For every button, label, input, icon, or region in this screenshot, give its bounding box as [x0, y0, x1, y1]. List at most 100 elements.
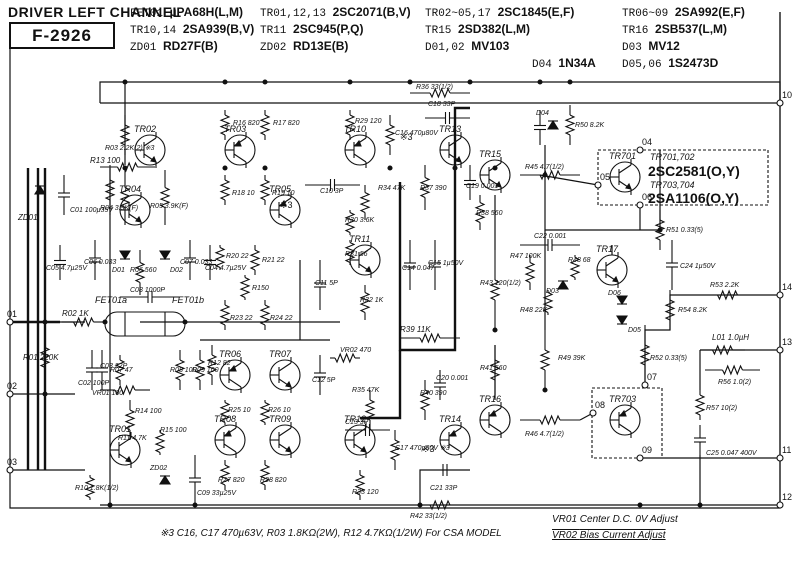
component-label: C18 33P: [428, 101, 456, 108]
diode: [616, 315, 628, 326]
component-label: R28 820: [260, 477, 287, 484]
emitter-arrow: [455, 155, 462, 163]
transistor-label: TR07: [269, 349, 292, 359]
emitter-arrow: [285, 445, 292, 453]
wire: [223, 443, 237, 453]
transistor-label: TR14: [439, 414, 461, 424]
emitter-arrow: [625, 182, 632, 190]
junction-dot: [657, 227, 663, 233]
wire: [618, 164, 632, 174]
wire: [278, 362, 292, 372]
terminal-label: 09: [642, 445, 652, 455]
emitter-arrow: [278, 199, 287, 207]
wire: [233, 153, 247, 163]
junction-dot: [537, 79, 543, 85]
component-label: R02 1K: [62, 309, 89, 318]
resistor: [664, 299, 676, 321]
diode: [159, 474, 171, 485]
junction-dot: [222, 165, 228, 171]
resistor: [569, 257, 581, 278]
footnote-marker: ※3: [422, 444, 435, 454]
component-label: C24 1µ50V: [680, 263, 716, 270]
component-label: R33 120: [352, 489, 379, 496]
legend-entry: TR10,14 2SA939(B,V): [130, 22, 255, 37]
emitter-arrow: [150, 155, 157, 163]
component-label: C12 5P: [312, 377, 336, 384]
adjust-note-vr02: VR02 Bias Current Adjust: [552, 530, 666, 541]
resistor: [117, 161, 138, 173]
component-label: L01 1.0µH: [712, 333, 749, 342]
resistor: [259, 304, 271, 326]
component-label: R48 68: [568, 257, 591, 264]
terminal: [636, 146, 644, 154]
legend-entry: TR02~05,17 2SC1845(E,F): [425, 5, 575, 20]
legend-entry: TR16 2SB537(L,M): [622, 22, 728, 37]
legend-entry: TR11 2SC945(P,Q): [260, 22, 364, 37]
legend-entry: D04 1N34A: [532, 56, 596, 71]
component-label: R43 120(1/2): [480, 280, 521, 287]
terminal-label: 04: [642, 137, 652, 147]
resistor: [114, 384, 136, 396]
resistor: [259, 179, 271, 201]
component-label: VR02 470: [340, 347, 371, 354]
junction-dot: [107, 502, 113, 508]
component-label: D05: [628, 327, 641, 334]
terminal: [776, 501, 784, 509]
terminal: [636, 454, 644, 462]
component-label: D01: [112, 267, 125, 274]
component-label: R19 10: [272, 190, 295, 197]
terminal: [6, 318, 14, 326]
component-label: R54 8.2K: [678, 307, 708, 314]
component-label: R48 22K: [520, 307, 548, 314]
emitter-arrow: [223, 429, 232, 437]
terminal-label: 13: [782, 337, 792, 347]
component-label: R01 220K: [23, 353, 59, 362]
legend-entry: D03 MV12: [622, 39, 680, 54]
footnote-marker: ※3: [280, 200, 293, 210]
emitter-arrow: [495, 180, 502, 188]
resistor: [419, 332, 441, 344]
terminal: [776, 291, 784, 299]
resistor: [206, 354, 218, 376]
transistor-label: TR701: [609, 151, 636, 161]
component-label: R14 100: [135, 408, 162, 415]
transistor-label: TR12: [344, 414, 366, 424]
junction-dot: [262, 79, 268, 85]
transistor-label: TR01: [109, 424, 131, 434]
wire: [118, 437, 132, 447]
emitter-arrow: [365, 265, 372, 273]
terminal-label: 10: [782, 90, 792, 100]
component-label: R27 820: [218, 477, 245, 484]
resistor: [119, 187, 131, 208]
transistor-label: TR13: [439, 124, 461, 134]
component-label: R18 10: [232, 190, 255, 197]
output-box-part-2: 2SA1106(O,Y): [648, 190, 740, 206]
junction-dot: [492, 327, 498, 333]
wire: [605, 257, 619, 267]
junction-dot: [387, 165, 393, 171]
terminal: [776, 99, 784, 107]
resistor: [344, 114, 356, 136]
component-label: R16 820: [233, 120, 260, 127]
output-box-label-1: TR701,702: [650, 152, 695, 162]
resistor: [717, 289, 738, 301]
component-label: D03: [546, 288, 559, 295]
junction-dot: [122, 79, 128, 85]
transistor-label: TR04: [119, 184, 141, 194]
transistor-label: TR11: [349, 234, 370, 244]
component-label: C08 1000P: [130, 287, 165, 294]
terminal-label: 03: [7, 457, 17, 467]
component-label: C16 470µ80V: [395, 130, 439, 137]
component-label: R10 1.8K(1/2): [75, 485, 119, 492]
component-label: R25 10: [228, 407, 251, 414]
junction-dot: [102, 319, 108, 325]
junction-dot: [122, 165, 128, 171]
emitter-arrow: [135, 215, 142, 223]
terminal: [636, 201, 644, 209]
emitter-arrow: [228, 364, 237, 372]
component-label: R57 10(2): [706, 405, 737, 412]
emitter-arrow: [618, 409, 627, 417]
component-label: C11 5P: [315, 280, 338, 287]
output-box-label-2: TR703,704: [650, 180, 695, 190]
